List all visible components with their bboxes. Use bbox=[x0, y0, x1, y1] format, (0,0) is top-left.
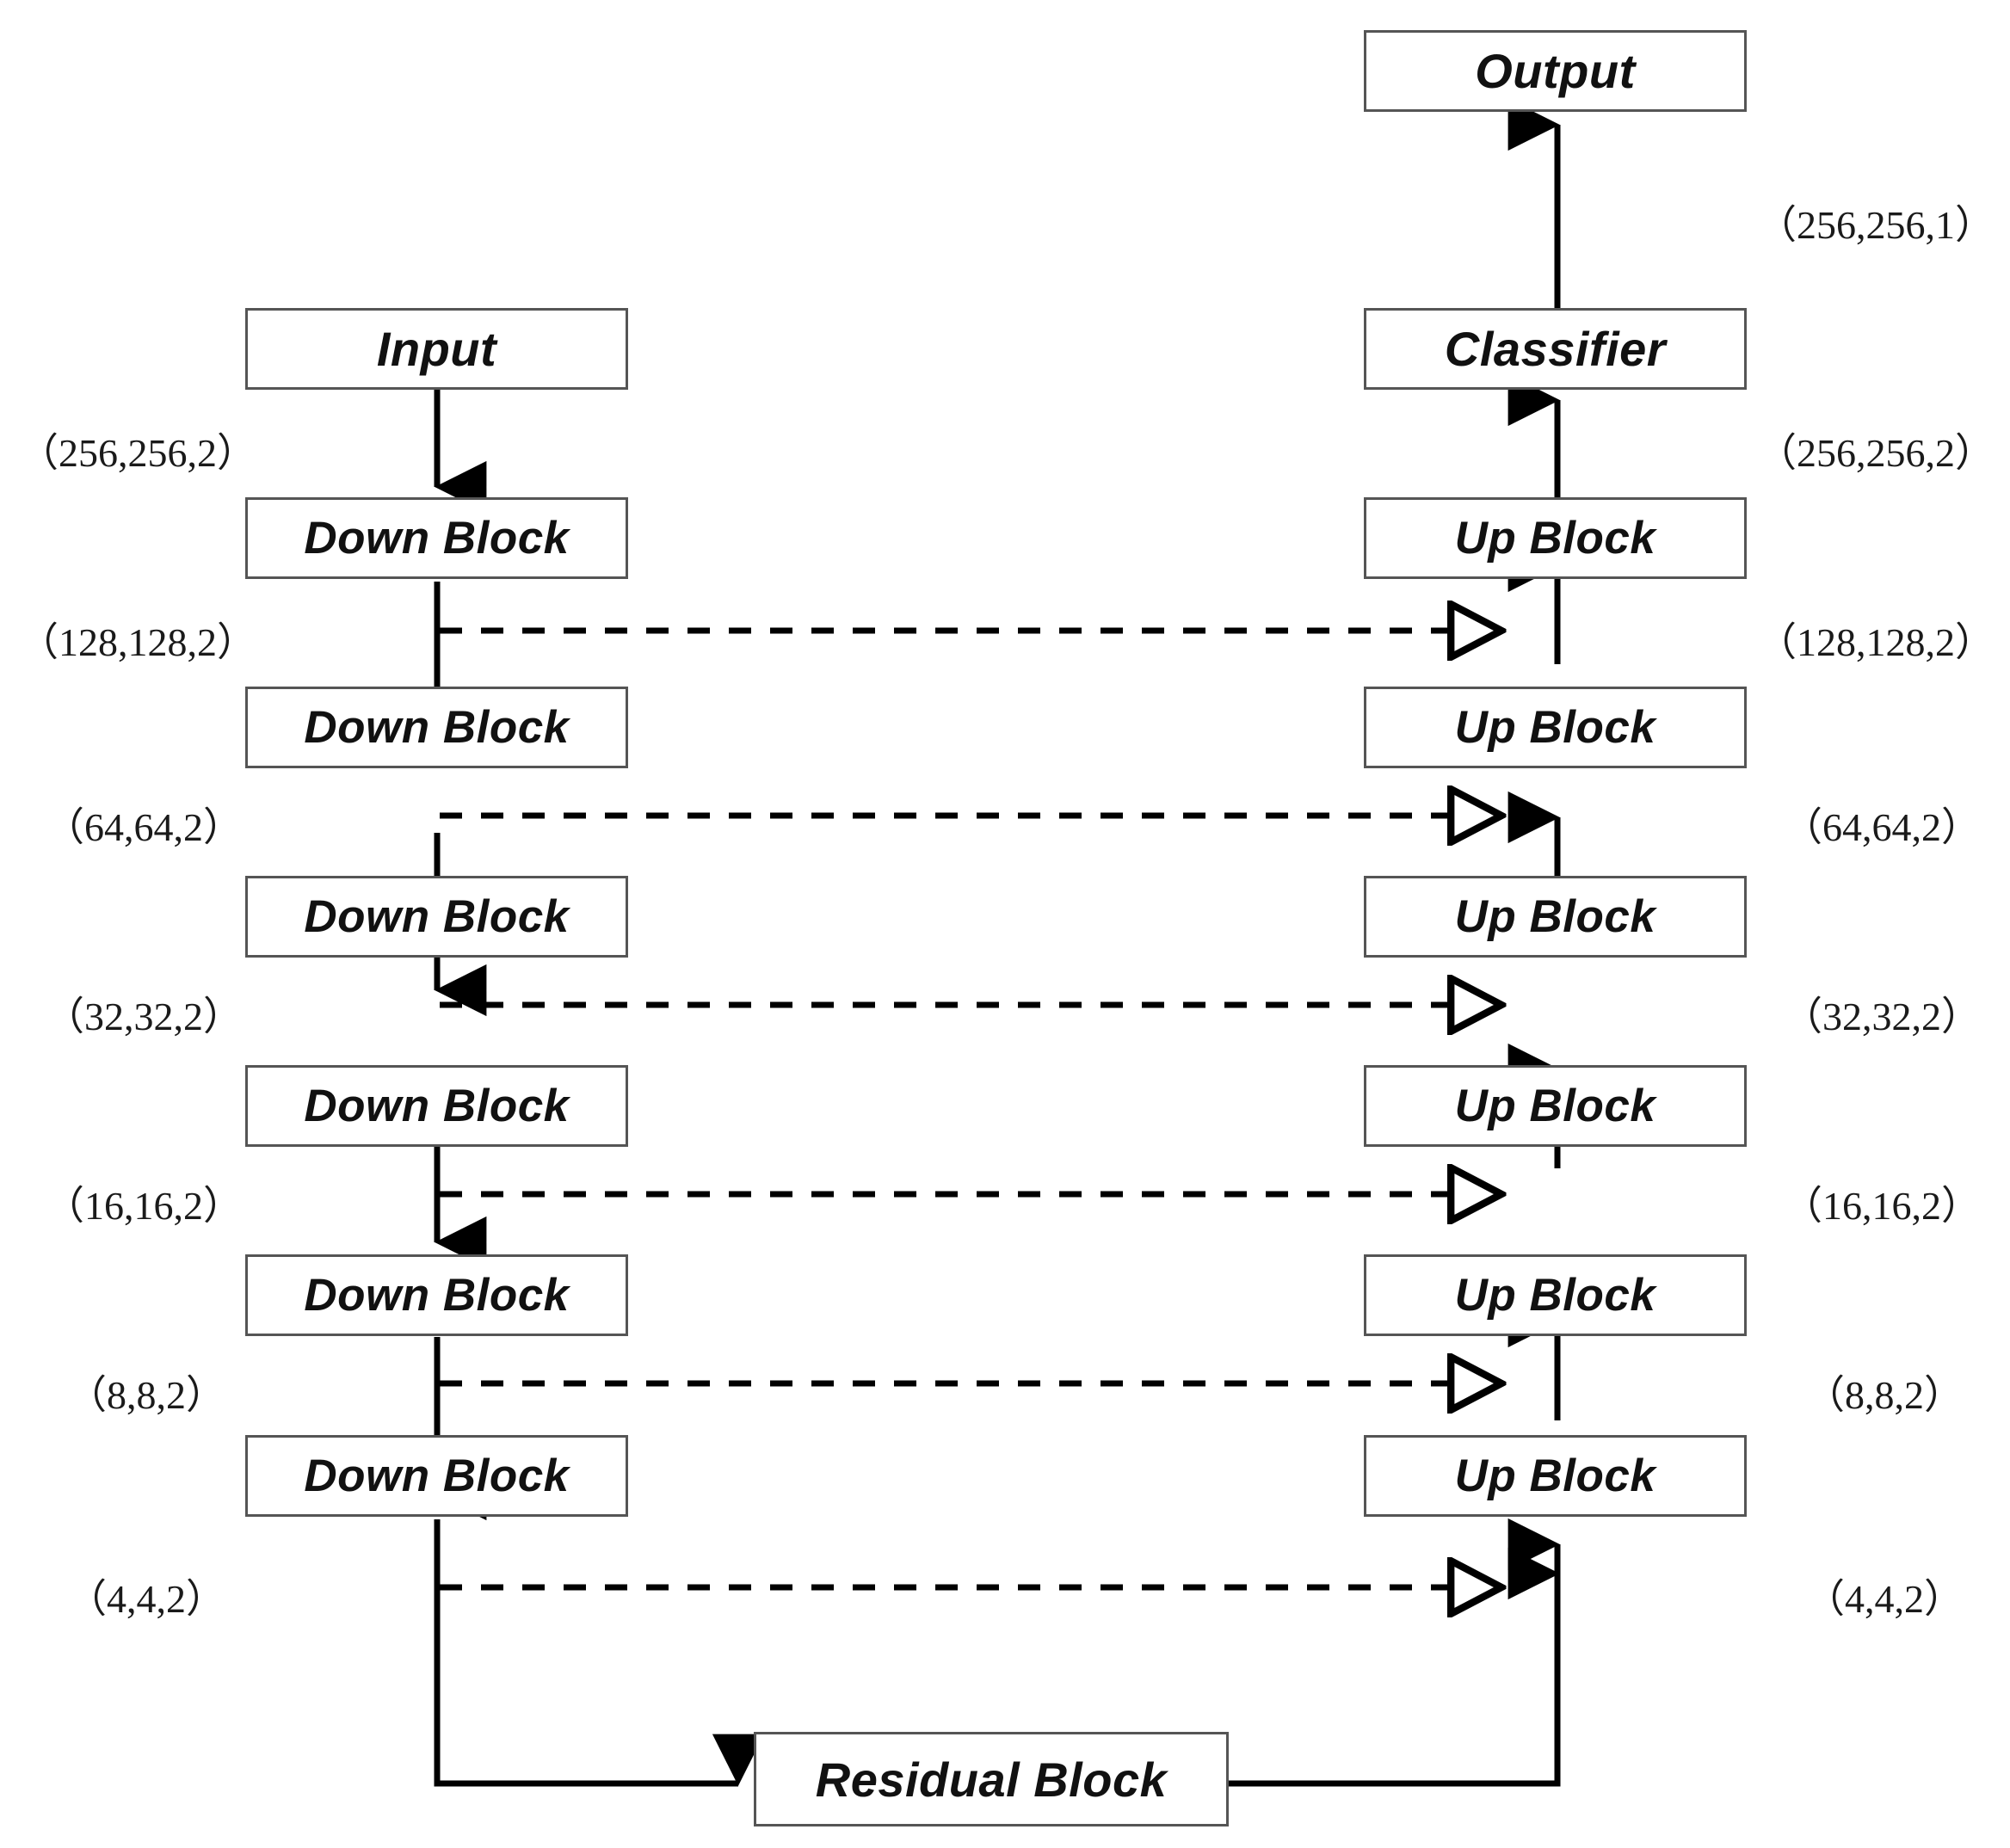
node-down-block-5[interactable]: Down Block bbox=[245, 1254, 628, 1336]
dim-label-right-6: （16,16,2） bbox=[1783, 1184, 1981, 1228]
node-output-label: Output bbox=[1475, 44, 1636, 98]
node-up-block-6[interactable]: Up Block bbox=[1364, 1435, 1747, 1517]
dim-label-right-5: （32,32,2） bbox=[1783, 995, 1981, 1038]
node-down-block-6[interactable]: Down Block bbox=[245, 1435, 628, 1517]
node-down-block-4-label: Down Block bbox=[304, 1081, 570, 1131]
node-up-block-1-label: Up Block bbox=[1454, 513, 1656, 564]
node-up-block-2-label: Up Block bbox=[1454, 702, 1656, 753]
node-classifier[interactable]: Classifier bbox=[1364, 308, 1747, 390]
dim-label-right-8: （4,4,2） bbox=[1805, 1577, 1964, 1621]
dim-label-right-7: （8,8,2） bbox=[1805, 1373, 1964, 1417]
node-up-block-5[interactable]: Up Block bbox=[1364, 1254, 1747, 1336]
node-up-block-6-label: Up Block bbox=[1454, 1451, 1656, 1501]
node-down-block-3[interactable]: Down Block bbox=[245, 876, 628, 958]
dim-label-left-5: （16,16,2） bbox=[45, 1184, 243, 1228]
dim-label-right-1: （256,256,1） bbox=[1757, 203, 1995, 247]
dim-label-left-6: （8,8,2） bbox=[67, 1373, 225, 1417]
dim-label-right-3: （128,128,2） bbox=[1757, 620, 1995, 664]
node-residual-block-label: Residual Block bbox=[815, 1752, 1168, 1807]
node-up-block-3-label: Up Block bbox=[1454, 891, 1656, 942]
node-input[interactable]: Input bbox=[245, 308, 628, 390]
node-up-block-2[interactable]: Up Block bbox=[1364, 687, 1747, 768]
node-down-block-2-label: Down Block bbox=[304, 702, 570, 753]
node-up-block-4[interactable]: Up Block bbox=[1364, 1065, 1747, 1147]
dim-label-right-2: （256,256,2） bbox=[1757, 431, 1995, 475]
dim-label-right-4: （64,64,2） bbox=[1783, 805, 1981, 849]
node-down-block-1[interactable]: Down Block bbox=[245, 497, 628, 579]
dim-label-left-4: （32,32,2） bbox=[45, 995, 243, 1038]
node-up-block-4-label: Up Block bbox=[1454, 1081, 1656, 1131]
node-up-block-3[interactable]: Up Block bbox=[1364, 876, 1747, 958]
node-down-block-4[interactable]: Down Block bbox=[245, 1065, 628, 1147]
node-down-block-2[interactable]: Down Block bbox=[245, 687, 628, 768]
node-down-block-1-label: Down Block bbox=[304, 513, 570, 564]
dim-label-left-2: （128,128,2） bbox=[19, 620, 256, 664]
node-residual-block[interactable]: Residual Block bbox=[754, 1732, 1229, 1826]
node-classifier-label: Classifier bbox=[1444, 322, 1667, 376]
dim-label-left-1: （256,256,2） bbox=[19, 431, 256, 475]
node-output[interactable]: Output bbox=[1364, 30, 1747, 112]
node-up-block-5-label: Up Block bbox=[1454, 1270, 1656, 1321]
dim-label-left-7: （4,4,2） bbox=[67, 1577, 225, 1621]
dim-label-left-3: （64,64,2） bbox=[45, 805, 243, 849]
node-up-block-1[interactable]: Up Block bbox=[1364, 497, 1747, 579]
node-down-block-3-label: Down Block bbox=[304, 891, 570, 942]
node-down-block-6-label: Down Block bbox=[304, 1451, 570, 1501]
node-down-block-5-label: Down Block bbox=[304, 1270, 570, 1321]
node-input-label: Input bbox=[376, 322, 497, 376]
